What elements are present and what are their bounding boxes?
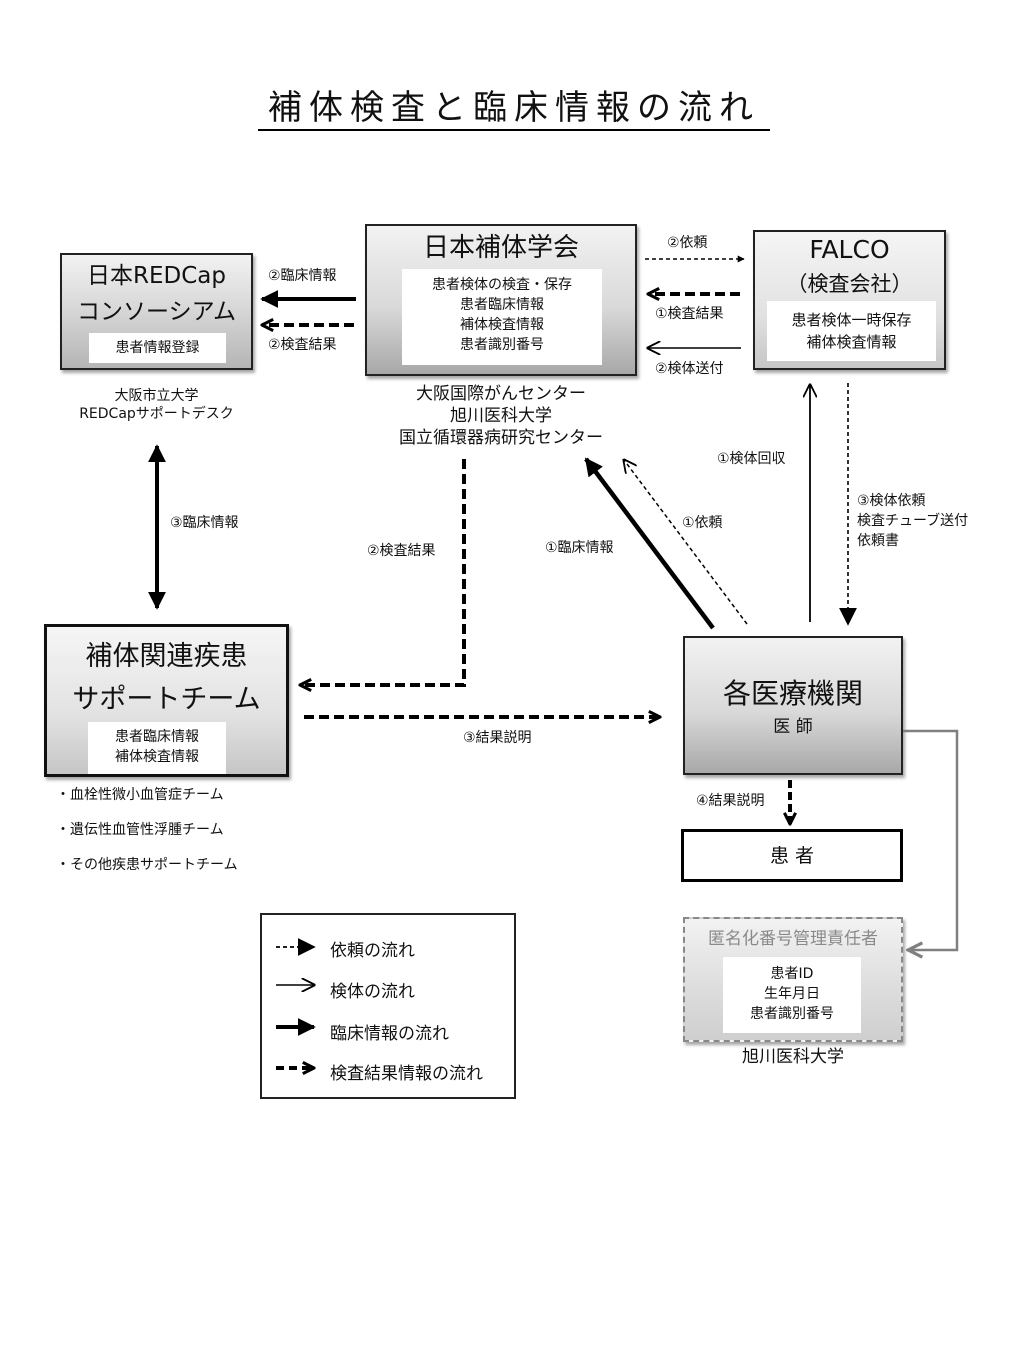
redcap-title-line1: 日本REDCap: [87, 263, 226, 289]
society-title: 日本補体学会: [422, 233, 579, 263]
label-society-redcap-result: ②検査結果: [268, 337, 337, 353]
label-falco-hospital-line: 依頼書: [857, 533, 899, 549]
node-patient: 患 者: [681, 829, 903, 882]
node-falco: FALCO （検査会社） 患者検体一時保存 補体検査情報: [753, 230, 946, 370]
label-society-redcap-clinical: ②臨床情報: [268, 268, 337, 284]
falco-info: 患者検体一時保存 補体検査情報: [767, 301, 936, 361]
society-info: 患者検体の検査・保存 患者臨床情報 補体検査情報 患者識別番号: [402, 269, 602, 365]
redcap-caption-line: 大阪市立大学: [114, 388, 199, 404]
legend: 依頼の流れ 検体の流れ 臨床情報の流れ 検査結果情報の流れ: [260, 913, 516, 1099]
society-caption-line: 旭川医科大学: [450, 406, 552, 426]
anonymizer-info: 患者ID 生年月日 患者識別番号: [723, 957, 861, 1033]
redcap-caption: 大阪市立大学 REDCapサポートデスク: [60, 387, 253, 423]
node-hospital: 各医療機関 医 師: [683, 636, 903, 775]
anonymizer-caption: 旭川医科大学: [742, 1047, 844, 1067]
anonymizer-info-item: 生年月日: [764, 986, 820, 1002]
label-society-support-result: ②検査結果: [367, 543, 436, 559]
label-falco-hospital-line: 検査チューブ送付: [857, 513, 969, 529]
redcap-info-item: 患者情報登録: [115, 340, 200, 356]
society-caption-line: 大阪国際がんセンター: [416, 384, 586, 404]
label-society-falco-request: ②依頼: [667, 235, 708, 251]
legend-item-request: 依頼の流れ: [330, 941, 415, 961]
society-info-item: 補体検査情報: [460, 317, 544, 333]
legend-item-clinical: 臨床情報の流れ: [330, 1024, 449, 1044]
support-team-item: ・その他疾患サポートチーム: [56, 857, 238, 873]
patient-title: 患 者: [769, 845, 815, 867]
node-society: 日本補体学会 患者検体の検査・保存 患者臨床情報 補体検査情報 患者識別番号: [365, 224, 637, 376]
redcap-caption-line: REDCapサポートデスク: [79, 406, 234, 422]
label-society-falco-specimen: ②検体送付: [655, 361, 724, 377]
falco-title-line1: FALCO: [809, 235, 890, 264]
label-hospital-society-request: ①依頼: [682, 515, 723, 531]
edge-hospital-anonymizer: [903, 729, 959, 950]
edge-society-support-result: [300, 459, 466, 685]
anonymizer-info-item: 患者ID: [770, 966, 814, 982]
edge-hospital-society-request: [624, 460, 748, 625]
society-info-item: 患者識別番号: [460, 337, 544, 353]
falco-title-line2: （検査会社）: [786, 272, 913, 296]
support-info: 患者臨床情報 補体検査情報: [88, 722, 226, 774]
redcap-title-line2: コンソーシアム: [77, 299, 236, 325]
label-support-hospital: ③結果説明: [463, 730, 532, 746]
node-support-team: 補体関連疾患 サポートチーム 患者臨床情報 補体検査情報: [44, 624, 289, 777]
legend-item-specimen: 検体の流れ: [330, 982, 415, 1002]
falco-info-item: 患者検体一時保存: [791, 311, 912, 329]
label-redcap-support-clinical: ③臨床情報: [170, 515, 239, 531]
page-title: 補体検査と臨床情報の流れ: [258, 88, 770, 131]
redcap-info: 患者情報登録: [89, 333, 226, 363]
society-info-item: 患者検体の検査・保存: [432, 277, 572, 293]
anonymizer-title: 匿名化番号管理責任者: [708, 929, 878, 949]
hospital-subtitle: 医 師: [773, 717, 813, 737]
label-falco-hospital: ③検体依頼 検査チューブ送付 依頼書: [857, 491, 968, 551]
label-falco-society-result: ①検査結果: [655, 306, 724, 322]
legend-item-result: 検査結果情報の流れ: [330, 1064, 483, 1084]
support-info-item: 補体検査情報: [115, 749, 199, 765]
support-title-line1: 補体関連疾患: [85, 641, 248, 672]
society-info-item: 患者臨床情報: [460, 297, 544, 313]
falco-info-item: 補体検査情報: [806, 333, 897, 351]
support-team-list: ・血栓性微小血管症チーム ・遺伝性血管性浮腫チーム ・その他疾患サポートチーム: [56, 786, 238, 891]
support-title-line2: サポートチーム: [72, 684, 261, 715]
support-team-item: ・血栓性微小血管症チーム: [56, 787, 224, 803]
label-hospital-society-clinical: ①臨床情報: [545, 540, 614, 556]
node-redcap: 日本REDCap コンソーシアム 患者情報登録: [60, 253, 253, 370]
support-team-item: ・遺伝性血管性浮腫チーム: [56, 822, 224, 838]
label-falco-hospital-line: ③検体依頼: [857, 493, 926, 509]
node-anonymizer: 匿名化番号管理責任者 患者ID 生年月日 患者識別番号: [683, 917, 903, 1042]
society-caption: 大阪国際がんセンター 旭川医科大学 国立循環器病研究センター: [365, 383, 637, 449]
society-caption-line: 国立循環器病研究センター: [399, 428, 603, 448]
support-info-item: 患者臨床情報: [115, 729, 199, 745]
hospital-title: 各医療機関: [722, 677, 863, 710]
label-hospital-falco-specimen: ①検体回収: [717, 451, 786, 467]
anonymizer-info-item: 患者識別番号: [750, 1006, 834, 1022]
label-hospital-patient: ④結果説明: [696, 793, 765, 809]
